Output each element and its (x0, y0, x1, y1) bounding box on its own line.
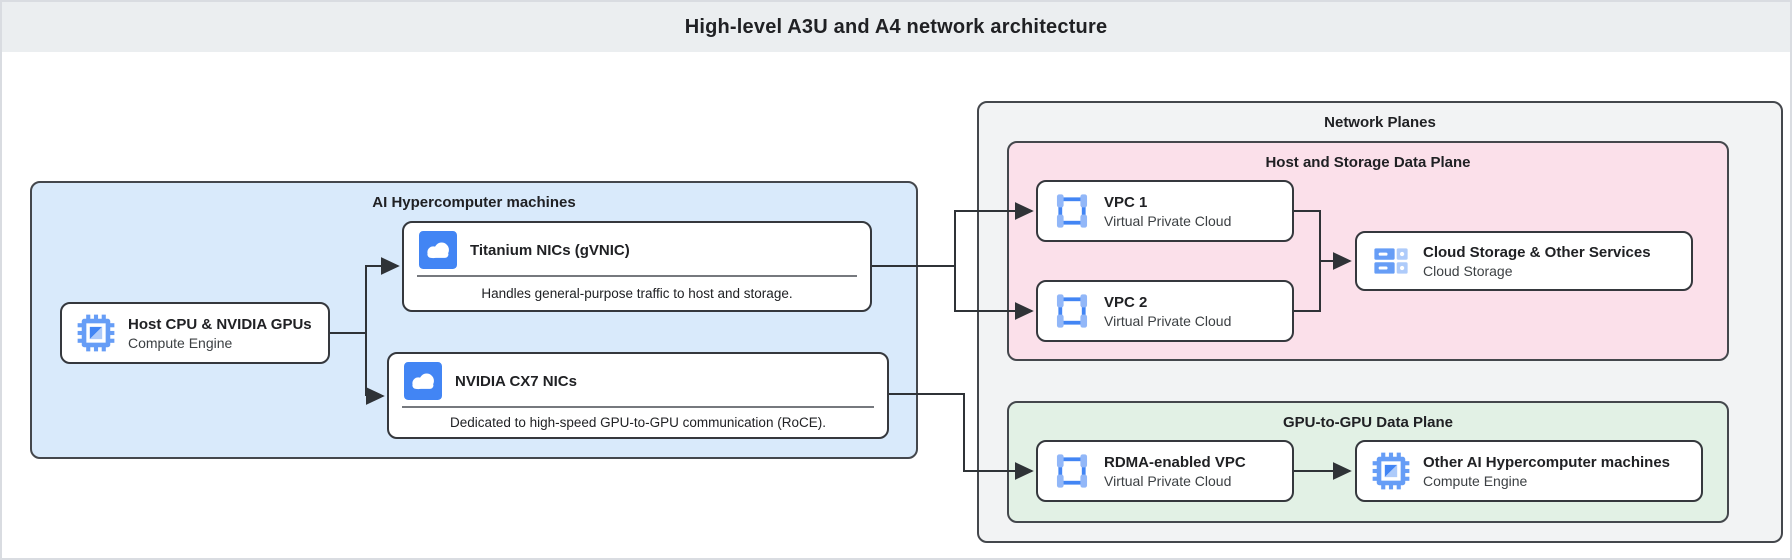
node-subtitle: Compute Engine (1423, 472, 1528, 489)
group-label: GPU-to-GPU Data Plane (1282, 414, 1454, 431)
node-title: VPC 2 (1104, 293, 1148, 311)
node-nvidia-cx7-nics: NVIDIA CX7 NICs Dedicated to high-speed … (387, 352, 889, 439)
node-description: Handles general-purpose traffic to host … (481, 286, 793, 301)
node-description: Dedicated to high-speed GPU-to-GPU commu… (450, 415, 826, 430)
node-subtitle: Virtual Private Cloud (1104, 472, 1232, 489)
page-title: High-level A3U and A4 network architectu… (684, 15, 1108, 38)
diagram-header: High-level A3U and A4 network architectu… (2, 2, 1790, 52)
compute-engine-icon (1372, 452, 1410, 490)
node-subtitle: Compute Engine (128, 334, 233, 351)
node-cloud-storage: Cloud Storage & Other Services Cloud Sto… (1355, 231, 1693, 291)
group-label: AI Hypercomputer machines (372, 194, 576, 211)
node-title: Cloud Storage & Other Services (1423, 243, 1651, 261)
node-title: RDMA-enabled VPC (1104, 453, 1246, 471)
node-title: VPC 1 (1104, 193, 1148, 211)
divider (417, 275, 857, 277)
node-vpc-2: VPC 2 Virtual Private Cloud (1036, 280, 1294, 342)
compute-engine-icon (77, 314, 115, 352)
divider (402, 406, 874, 408)
node-title: NVIDIA CX7 NICs (455, 372, 577, 390)
node-other-ai-hypercomputer-machines: Other AI Hypercomputer machines Compute … (1355, 440, 1703, 502)
node-title: Titanium NICs (gVNIC) (470, 241, 630, 259)
node-subtitle: Virtual Private Cloud (1104, 212, 1232, 229)
group-label: Network Planes (1324, 114, 1436, 131)
vpc-icon (1053, 452, 1091, 490)
vpc-icon (1053, 292, 1091, 330)
node-title: Other AI Hypercomputer machines (1423, 453, 1671, 471)
node-host-cpu: Host CPU & NVIDIA GPUs Compute Engine (60, 302, 330, 364)
group-label: Host and Storage Data Plane (1265, 154, 1471, 171)
cloud-storage-icon (1372, 242, 1410, 280)
cloud-icon (419, 231, 457, 269)
node-vpc-1: VPC 1 Virtual Private Cloud (1036, 180, 1294, 242)
node-titanium-nics: Titanium NICs (gVNIC) Handles general-pu… (402, 221, 872, 312)
node-subtitle: Virtual Private Cloud (1104, 312, 1232, 329)
node-subtitle: Cloud Storage (1423, 262, 1513, 279)
node-title: Host CPU & NVIDIA GPUs (128, 315, 312, 333)
cloud-icon (404, 362, 442, 400)
node-rdma-enabled-vpc: RDMA-enabled VPC Virtual Private Cloud (1036, 440, 1294, 502)
vpc-icon (1053, 192, 1091, 230)
